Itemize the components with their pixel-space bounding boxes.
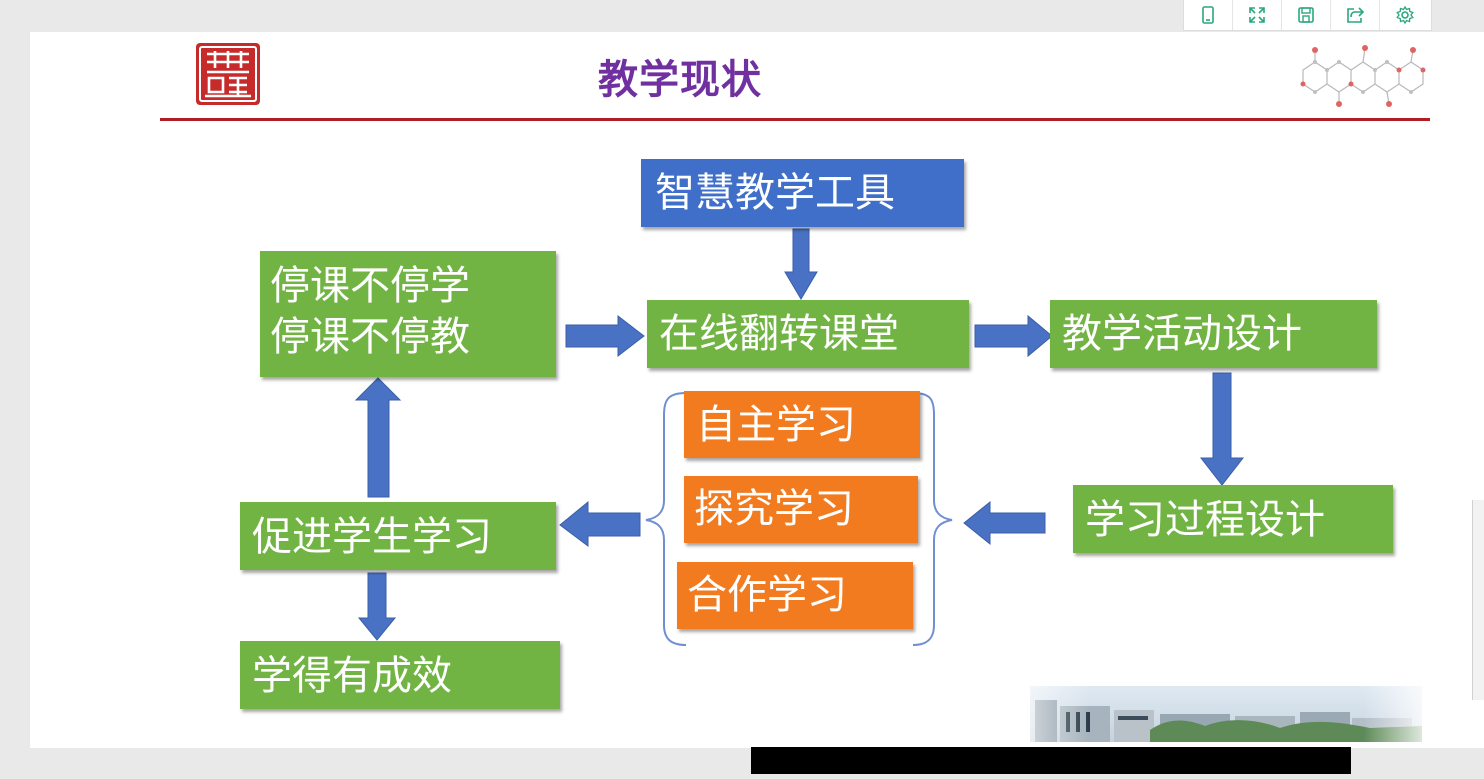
node-teaching-activity-design: 教学活动设计 (1050, 300, 1377, 368)
save-icon (1298, 7, 1314, 23)
node-learning-process-design: 学习过程设计 (1073, 485, 1393, 553)
arrow-modes-to-promote (559, 500, 641, 547)
viewer-toolbar (1183, 0, 1432, 31)
expand-icon (1249, 7, 1265, 23)
scroll-edge (1472, 500, 1484, 700)
arrow-tool-to-online (784, 228, 818, 300)
node-promote-learning: 促进学生学习 (240, 502, 556, 570)
school-seal-logo (196, 43, 260, 105)
arrow-activity-to-process (1199, 372, 1245, 486)
fullscreen-button[interactable] (1233, 0, 1282, 30)
node-suspend-classes: 停课不停学 停课不停教 (260, 251, 556, 377)
node-suspend-classes-line1: 停课不停学 (270, 263, 470, 309)
node-online-flipped-classroom: 在线翻转课堂 (647, 300, 969, 368)
mobile-view-button[interactable] (1184, 0, 1233, 30)
left-brace (645, 392, 687, 646)
arrow-online-to-activity (974, 314, 1053, 358)
save-button[interactable] (1282, 0, 1331, 30)
node-self-learning: 自主学习 (684, 391, 920, 458)
node-effective-learning: 学得有成效 (240, 641, 560, 709)
share-icon (1347, 7, 1365, 23)
tablet-icon (1202, 6, 1214, 24)
share-button[interactable] (1331, 0, 1380, 30)
redaction-bar (751, 747, 1351, 774)
node-cooperative-learning: 合作学习 (677, 562, 913, 629)
arrow-pause-to-online (565, 314, 645, 358)
node-inquiry-learning: 探究学习 (684, 476, 918, 543)
molecule-decoration (1300, 45, 1426, 107)
arrow-process-to-modes (963, 500, 1046, 546)
campus-photo (1030, 686, 1422, 742)
page-title: 教学现状 (598, 57, 762, 103)
node-suspend-classes-line2: 停课不停教 (270, 314, 470, 360)
right-brace (912, 392, 953, 646)
settings-button[interactable] (1380, 0, 1429, 30)
arrow-promote-to-result (357, 572, 397, 641)
node-smart-teaching-tools: 智慧教学工具 (641, 159, 964, 227)
arrow-promote-to-pause (354, 377, 402, 498)
gear-icon (1395, 5, 1414, 25)
title-underline (160, 118, 1430, 121)
